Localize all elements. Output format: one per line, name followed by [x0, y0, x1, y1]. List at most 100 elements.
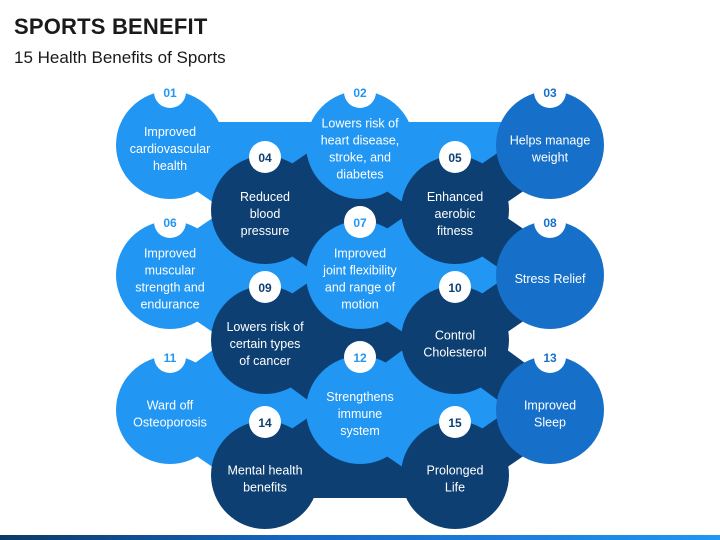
benefit-number: 02	[353, 86, 367, 100]
benefit-label: Stress Relief	[515, 272, 586, 286]
benefit-number: 01	[163, 86, 177, 100]
benefit-label-line: Reduced	[240, 190, 290, 204]
benefit-label: Mental health benefits	[227, 464, 302, 495]
benefit-circle	[306, 356, 414, 464]
benefit-label: Lowers risk of certain types of cancer	[226, 320, 304, 368]
benefit-number: 06	[163, 216, 177, 230]
benefit-label-line: Osteoporosis	[133, 416, 207, 430]
benefit-number: 12	[353, 351, 367, 365]
benefit-number: 09	[258, 281, 272, 295]
number-badge	[534, 76, 566, 108]
benefit-label-line: fitness	[437, 224, 473, 238]
number-badge	[344, 341, 376, 373]
number-badge	[534, 206, 566, 238]
benefit-circle	[496, 91, 604, 199]
benefit-label: Strengthens immune system	[326, 390, 393, 438]
number-badge	[154, 76, 186, 108]
benefit-label-line: Control	[435, 329, 475, 343]
benefit-label-line: Lowers risk of	[226, 320, 304, 334]
benefit-number: 10	[448, 281, 462, 295]
benefit-label-line: immune	[338, 407, 383, 421]
benefit-label-line: muscular	[145, 264, 196, 278]
number-badge	[344, 76, 376, 108]
benefit-label-line: blood	[250, 207, 281, 221]
benefit-number: 13	[543, 351, 557, 365]
page-title: SPORTS BENEFIT	[14, 14, 208, 39]
benefit-label-line: diabetes	[336, 168, 383, 182]
number-badge	[344, 206, 376, 238]
benefit-label-line: Life	[445, 481, 465, 495]
number-badge	[439, 271, 471, 303]
benefit-label-line: Strengthens	[326, 390, 393, 404]
benefit-label: Enhanced aerobic fitness	[427, 190, 483, 238]
benefit-circle	[211, 421, 319, 529]
benefit-circle	[306, 91, 414, 199]
number-badge	[439, 406, 471, 438]
benefit-number: 14	[258, 416, 272, 430]
benefit-number: 07	[353, 216, 367, 230]
benefit-circle	[306, 221, 414, 329]
number-badge	[249, 271, 281, 303]
benefit-label-line: certain types	[230, 337, 301, 351]
benefit-number: 04	[258, 151, 272, 165]
number-badge	[439, 141, 471, 173]
benefit-label-line: cardiovascular	[130, 142, 211, 156]
footer-bar	[0, 535, 720, 540]
benefit-number: 03	[543, 86, 557, 100]
page-subtitle: 15 Health Benefits of Sports	[14, 48, 226, 67]
benefit-label-line: Cholesterol	[423, 346, 486, 360]
benefit-circle	[116, 221, 224, 329]
benefit-label-line: Sleep	[534, 416, 566, 430]
benefit-label-line: Improved	[524, 399, 576, 413]
benefit-label-line: Lowers risk of	[321, 117, 399, 131]
benefit-label-line: Enhanced	[427, 190, 483, 204]
benefit-label-line: pressure	[241, 224, 290, 238]
benefit-label-line: of cancer	[239, 354, 290, 368]
benefit-circle	[401, 156, 509, 264]
benefit-label-line: aerobic	[435, 207, 476, 221]
number-badge	[154, 206, 186, 238]
benefit-label-line: Helps manage	[510, 134, 591, 148]
benefit-circle	[401, 421, 509, 529]
benefit-label-line: endurance	[140, 298, 199, 312]
benefit-label-line: health	[153, 159, 187, 173]
benefit-label-line: benefits	[243, 481, 287, 495]
benefit-circle	[496, 356, 604, 464]
benefit-number: 05	[448, 151, 462, 165]
number-badge	[154, 341, 186, 373]
benefit-label: Improved cardiovascular health	[130, 125, 211, 173]
benefit-circle	[211, 156, 319, 264]
benefit-label-line: Mental health	[227, 464, 302, 478]
benefit-label-line: Improved	[144, 125, 196, 139]
benefit-number: 15	[448, 416, 462, 430]
benefit-label-line: strength and	[135, 281, 205, 295]
benefit-label-line: system	[340, 424, 380, 438]
benefit-label-line: Ward off	[147, 399, 194, 413]
number-badge	[249, 406, 281, 438]
benefit-circle	[116, 91, 224, 199]
benefit-circle	[496, 221, 604, 329]
benefit-label-line: heart disease,	[321, 134, 400, 148]
benefit-circle	[211, 286, 319, 394]
benefit-label-line: Improved	[334, 247, 386, 261]
benefit-label-line: Stress Relief	[515, 272, 586, 286]
